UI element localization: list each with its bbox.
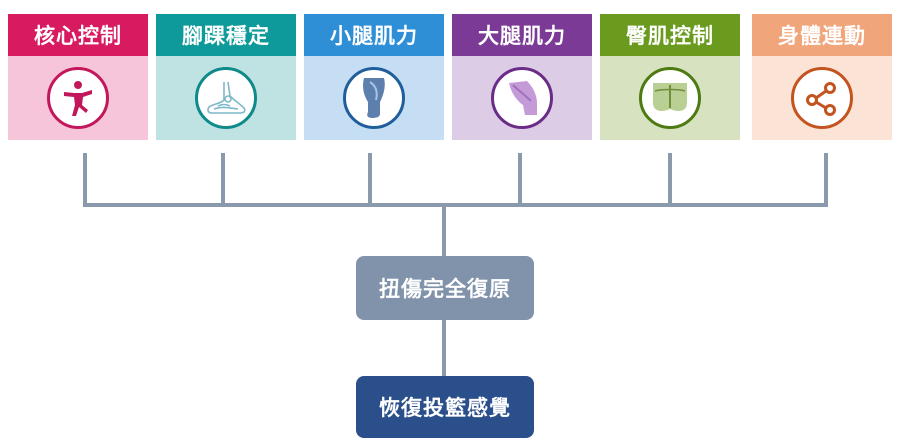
recovery-box: 扭傷完全復原 bbox=[356, 256, 534, 320]
shooting-feel-box: 恢復投籃感覺 bbox=[356, 376, 534, 438]
card-ankle-stability: 腳踝穩定 bbox=[156, 14, 296, 140]
calf-icon bbox=[343, 67, 405, 129]
card-body-linkage: 身體連動 bbox=[752, 14, 892, 140]
card-thigh-strength: 大腿肌力 bbox=[452, 14, 592, 140]
thigh-icon bbox=[491, 67, 553, 129]
card-title: 腳踝穩定 bbox=[156, 14, 296, 56]
card-title: 身體連動 bbox=[752, 14, 892, 56]
card-core-control: 核心控制 bbox=[8, 14, 148, 140]
card-title: 小腿肌力 bbox=[304, 14, 444, 56]
card-title: 大腿肌力 bbox=[452, 14, 592, 56]
foot-ankle-icon bbox=[195, 67, 257, 129]
card-title: 臀肌控制 bbox=[600, 14, 740, 56]
glutes-icon bbox=[639, 67, 701, 129]
card-calf-strength: 小腿肌力 bbox=[304, 14, 444, 140]
share-nodes-icon bbox=[791, 67, 853, 129]
person-balance-icon bbox=[47, 67, 109, 129]
card-title: 核心控制 bbox=[8, 14, 148, 56]
card-glute-control: 臀肌控制 bbox=[600, 14, 740, 140]
